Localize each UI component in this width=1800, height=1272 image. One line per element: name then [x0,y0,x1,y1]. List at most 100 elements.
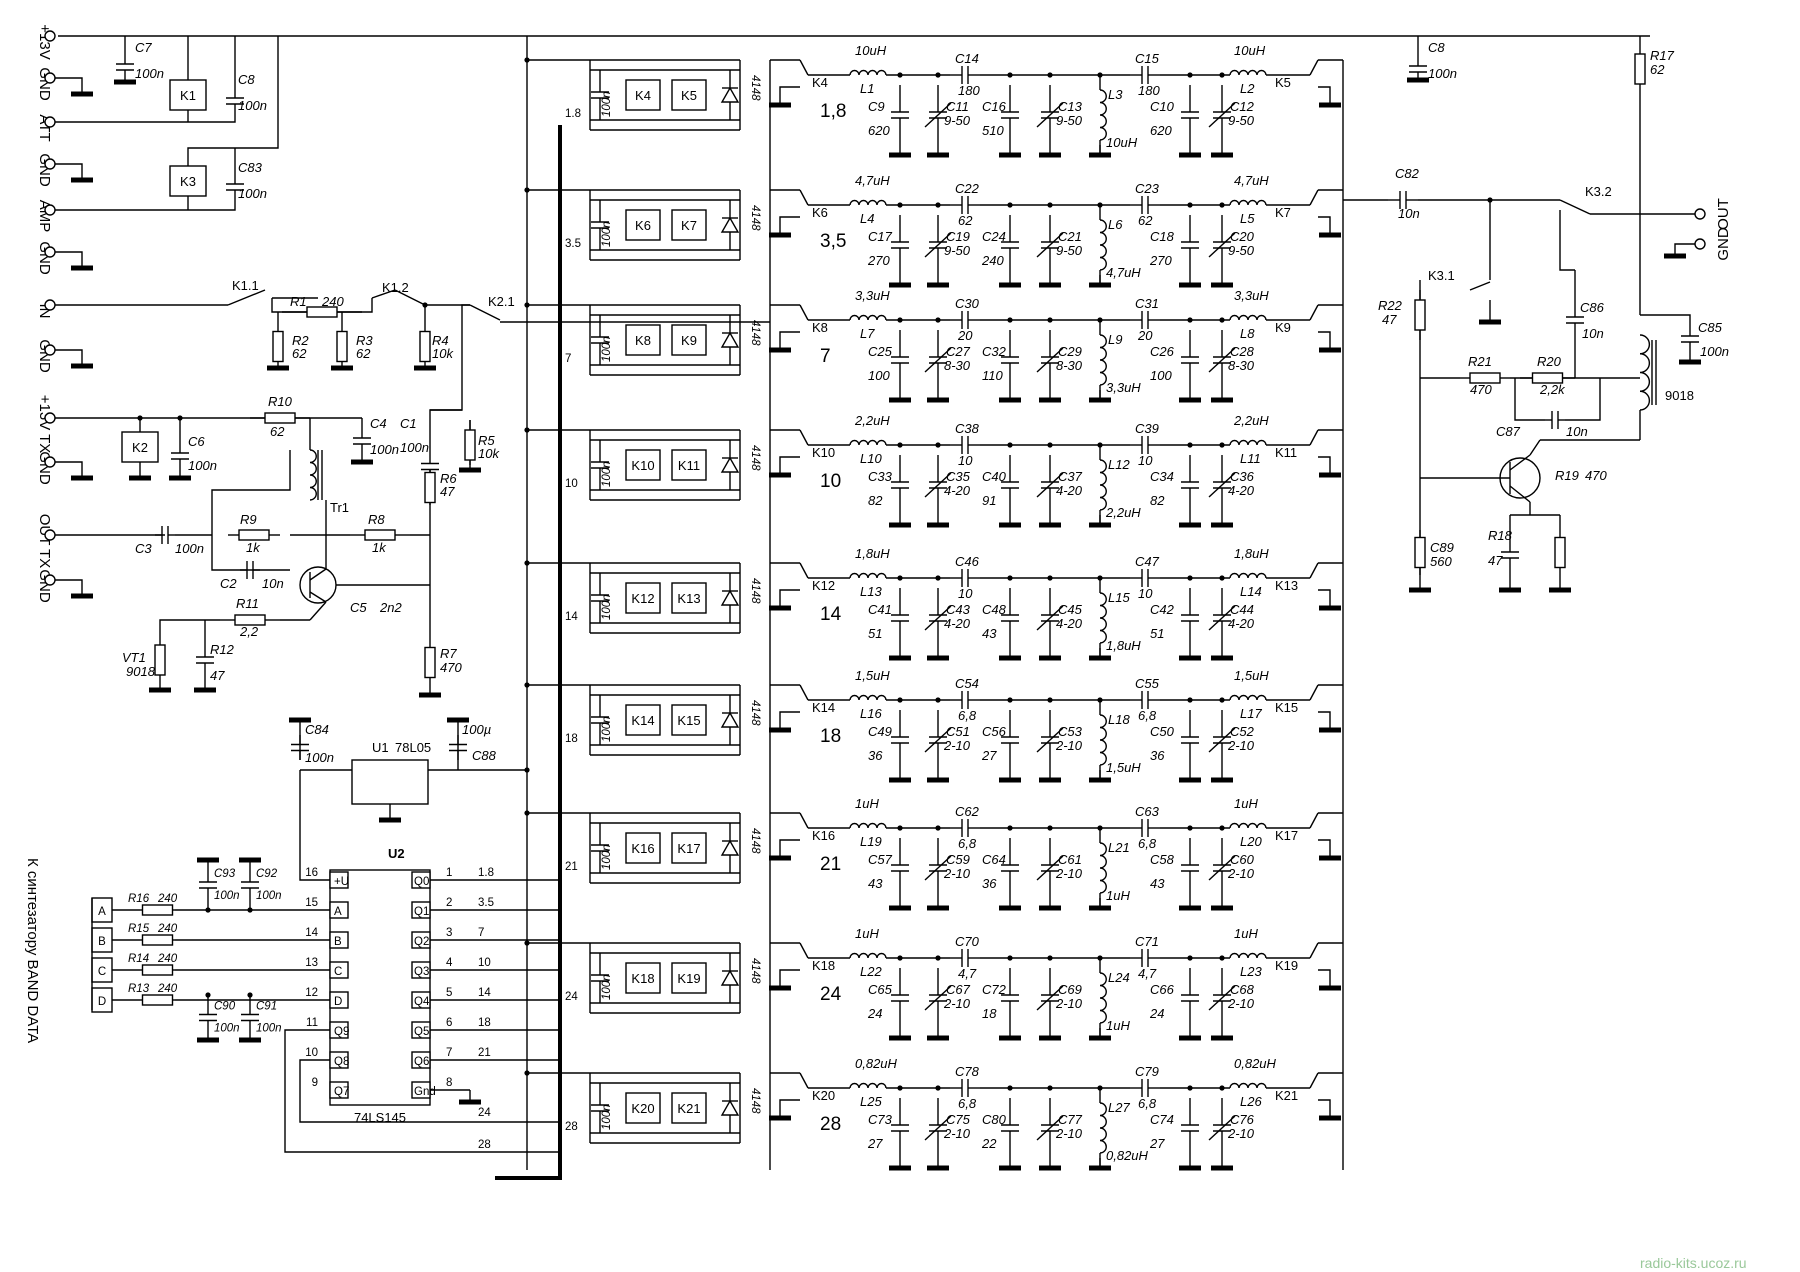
trimmer-arrow [1208,472,1236,498]
diode [720,711,740,728]
relay-blade [799,812,809,829]
capacitor-value: 91 [982,493,996,508]
inductor [1099,592,1107,644]
inductor-value: 0,82uH [1106,1148,1149,1163]
junction-dot [524,302,530,308]
relay-contact-label: K1.1 [232,278,259,293]
capacitor-label: C26 [1150,344,1175,359]
relay-coil-label: K4 [635,88,651,103]
junction-dot [1007,825,1013,831]
relay-blade [1309,684,1319,701]
wire [429,409,462,420]
junction-dot [1219,575,1225,581]
junction-dot [524,57,530,63]
label: R6 [440,471,457,486]
relay-contact-label: K3.1 [1428,268,1455,283]
capacitor-value: 18 [982,1006,997,1021]
connector-terminal [44,344,56,356]
relay-coil-label: K20 [631,1101,654,1116]
trimmer-label: C43 [946,602,971,617]
diode [720,456,740,473]
relay-blade [1309,1072,1319,1089]
capacitor-label: C55 [1135,676,1160,691]
capacitor-value: 82 [868,493,883,508]
decoder-pin-number: 9 [312,1077,318,1089]
trimmer-value: 9-50 [944,113,971,128]
inductor [1229,69,1267,76]
label: C4 [370,416,387,431]
inductor [849,952,887,959]
inductor-value: 1,5uH [1106,760,1141,775]
capacitor-value: 82 [1150,493,1165,508]
relay-coil [671,832,707,864]
junction-dot [935,317,941,323]
junction-dot [935,575,941,581]
connector-terminal [44,116,56,128]
capacitor-label: C49 [868,724,892,739]
trimmer-value: 2-10 [1055,866,1083,881]
decoder-pin-name: Gnd [414,1086,436,1098]
junction-dot [1219,202,1225,208]
connector-pin-label: OUT TX [36,514,53,568]
trimmer-arrow [924,985,952,1011]
wire [1318,331,1331,350]
label: R21 [1468,354,1492,369]
label: 47 [1488,553,1503,568]
capacitor-label: C66 [1150,982,1175,997]
relay-K3 [169,165,207,197]
capacitor-value: 6,8 [958,836,977,851]
inductor [849,572,887,579]
junction-dot [1219,1085,1225,1091]
capacitor-value: 36 [982,876,997,891]
junction-dot [524,767,530,773]
decoder-band-label: 24 [478,1107,491,1119]
resistor-label: R16 [128,893,150,905]
label: R17 [1650,48,1675,63]
resistor [464,429,476,461]
inductor [1229,199,1267,206]
inductor-value: 3,3uH [1106,380,1141,395]
junction-dot [524,560,530,566]
inductor-value: 1uH [855,796,879,811]
trimmer-label: C19 [946,229,970,244]
wiring [58,35,1650,1180]
inductor-label: L21 [1108,840,1130,855]
decoder-pin-box [329,1081,349,1099]
resistor [419,330,431,363]
capacitor-label: C62 [955,804,980,819]
relay-box-cap: 100n [601,336,613,362]
relay-contact-label: K15 [1275,700,1298,715]
relay-blade [799,942,809,959]
inductor-label: L13 [860,584,882,599]
connector-terminal [1694,238,1706,250]
relay-contact-label: K5 [1275,75,1291,90]
capacitor-label: C78 [955,1064,980,1079]
trimmer-arrow [1208,1115,1236,1141]
relay-coil [671,582,707,614]
inductor-label: L6 [1108,217,1123,232]
relay-blade [469,304,501,321]
inductor [849,1082,887,1089]
label: R20 [1537,354,1562,369]
wire [779,589,800,608]
relay-coil [625,79,661,111]
junction-dot [1047,72,1053,78]
trimmer-label: C36 [1230,469,1255,484]
label: C7 [135,40,152,55]
capacitor-label: C33 [868,469,893,484]
trimmer-label: C52 [1230,724,1255,739]
band-data-terminal-label: C [98,966,106,978]
junction-dot [1219,825,1225,831]
relay-blade [1309,59,1319,76]
relay-box-band: 1.8 [565,108,581,120]
resistor [154,644,166,676]
trimmer-value: 2-10 [1055,738,1083,753]
decoder-pin-name: Q0 [414,876,429,888]
relay-contact-label: K9 [1275,320,1291,335]
capacitor-value: 43 [982,626,997,641]
relay-box-band: 21 [565,861,578,873]
inductor-label: L10 [860,451,882,466]
